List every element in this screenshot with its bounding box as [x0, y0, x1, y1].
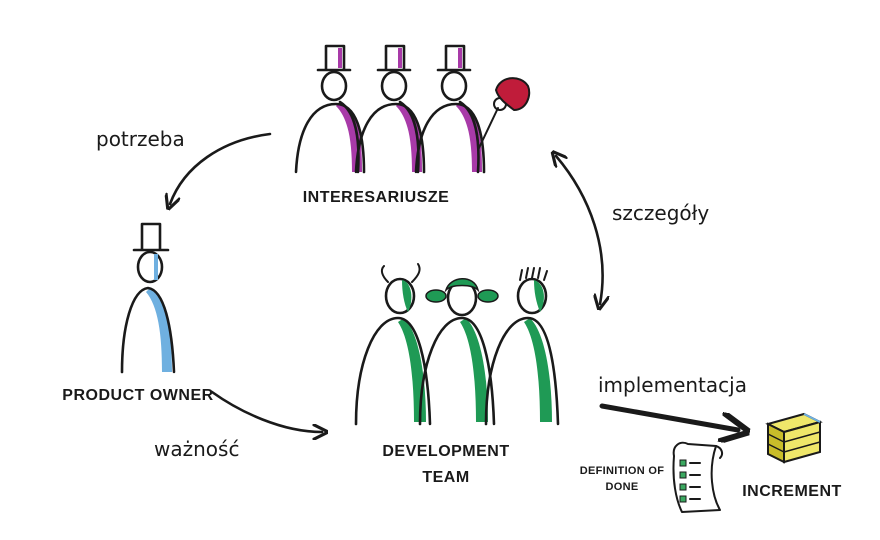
- stakeholder-figure: [354, 44, 426, 174]
- product-owner-body-accent: [146, 288, 172, 372]
- implementation-label: implementacja: [598, 373, 747, 397]
- stakeholder-body-accent: [336, 102, 362, 172]
- stakeholder-figure: [294, 44, 366, 174]
- product-owner-label: PRODUCT OWNER: [62, 387, 213, 404]
- definition-of-done-group: DEFINITION OF DONE: [580, 441, 724, 513]
- top-hat-icon: [316, 44, 352, 72]
- stakeholders-group: INTERESARIUSZE: [294, 44, 531, 206]
- stakeholder-flag-icon: [477, 77, 531, 151]
- team-member-figure: [354, 263, 432, 426]
- definition-of-done-label-line2: DONE: [606, 481, 639, 493]
- stakeholder-figure: [414, 44, 486, 174]
- details-label: szczegóły: [612, 201, 709, 225]
- details-arrow: [556, 156, 603, 304]
- checklist-items: [679, 459, 701, 503]
- development-team-group: DEVELOPMENT TEAM: [354, 263, 560, 486]
- definition-of-done-label-line1: DEFINITION OF: [580, 465, 665, 477]
- product-owner-group: PRODUCT OWNER: [62, 222, 213, 404]
- need-label: potrzeba: [96, 127, 185, 151]
- top-hat-icon: [436, 44, 472, 72]
- importance-label: ważność: [154, 437, 239, 461]
- checklist-scroll-icon: [672, 441, 721, 513]
- development-team-label-line2: TEAM: [422, 469, 469, 486]
- importance-arrow: [210, 390, 322, 432]
- stakeholders-label: INTERESARIUSZE: [303, 189, 450, 206]
- implementation-arrow: [599, 403, 738, 430]
- top-hat-icon: [132, 222, 170, 252]
- need-arrow: [170, 132, 272, 204]
- increment-cube-icon: [765, 412, 823, 464]
- top-hat-icon: [376, 44, 412, 72]
- increment-label: INCREMENT: [742, 483, 842, 500]
- team-member-figure: [484, 267, 560, 426]
- development-team-label-line1: DEVELOPMENT: [382, 443, 509, 460]
- increment-group: INCREMENT: [742, 412, 842, 500]
